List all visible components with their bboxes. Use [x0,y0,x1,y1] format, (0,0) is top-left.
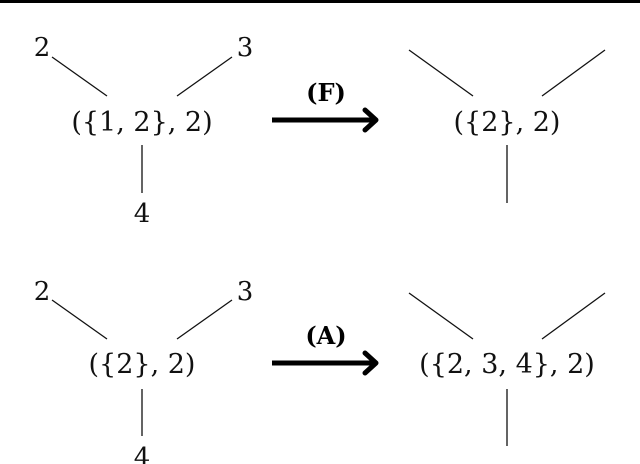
arrow-head-icon [362,350,379,376]
rule-a-arrow: (A) [272,321,379,376]
edge-upper-left [51,299,108,340]
rule-f-before-star: 2 3 ({1, 2}, 2) 4 [34,33,254,229]
top-border [0,0,640,3]
leaf-label-upper-left: 2 [34,277,51,307]
leaf-label-upper-right: 3 [237,33,254,63]
edge-upper-right [541,292,606,340]
edge-upper-left [408,49,474,97]
leaf-label-bottom: 4 [134,199,151,229]
leaf-label-upper-right: 3 [237,277,254,307]
edge-upper-left [51,56,108,97]
rule-f-arrow: (F) [272,78,379,133]
leaf-label-bottom: 4 [134,443,151,464]
rule-label: (F) [306,78,346,107]
rule-f-after-star: ({2}, 2) [408,49,606,203]
rule-a-before-star: 2 3 ({2}, 2) 4 [34,277,254,464]
center-node-label: ({1, 2}, 2) [71,107,212,138]
edge-upper-right [176,56,233,97]
center-node-label: ({2}, 2) [454,107,561,138]
arrow-head-icon [362,107,379,133]
center-node-label: ({2}, 2) [89,349,196,380]
edge-upper-left [408,292,474,340]
rule-a-after-star: ({2, 3, 4}, 2) [408,292,606,446]
rule-label: (A) [305,321,346,350]
edge-upper-right [541,49,606,97]
center-node-label: ({2, 3, 4}, 2) [419,349,595,380]
leaf-label-upper-left: 2 [34,33,51,63]
edge-upper-right [176,299,233,340]
rule-f: 2 3 ({1, 2}, 2) 4 (F) ({2}, 2) [34,33,606,229]
rule-a: 2 3 ({2}, 2) 4 (A) ({2, 3, 4}, 2) [34,277,606,464]
